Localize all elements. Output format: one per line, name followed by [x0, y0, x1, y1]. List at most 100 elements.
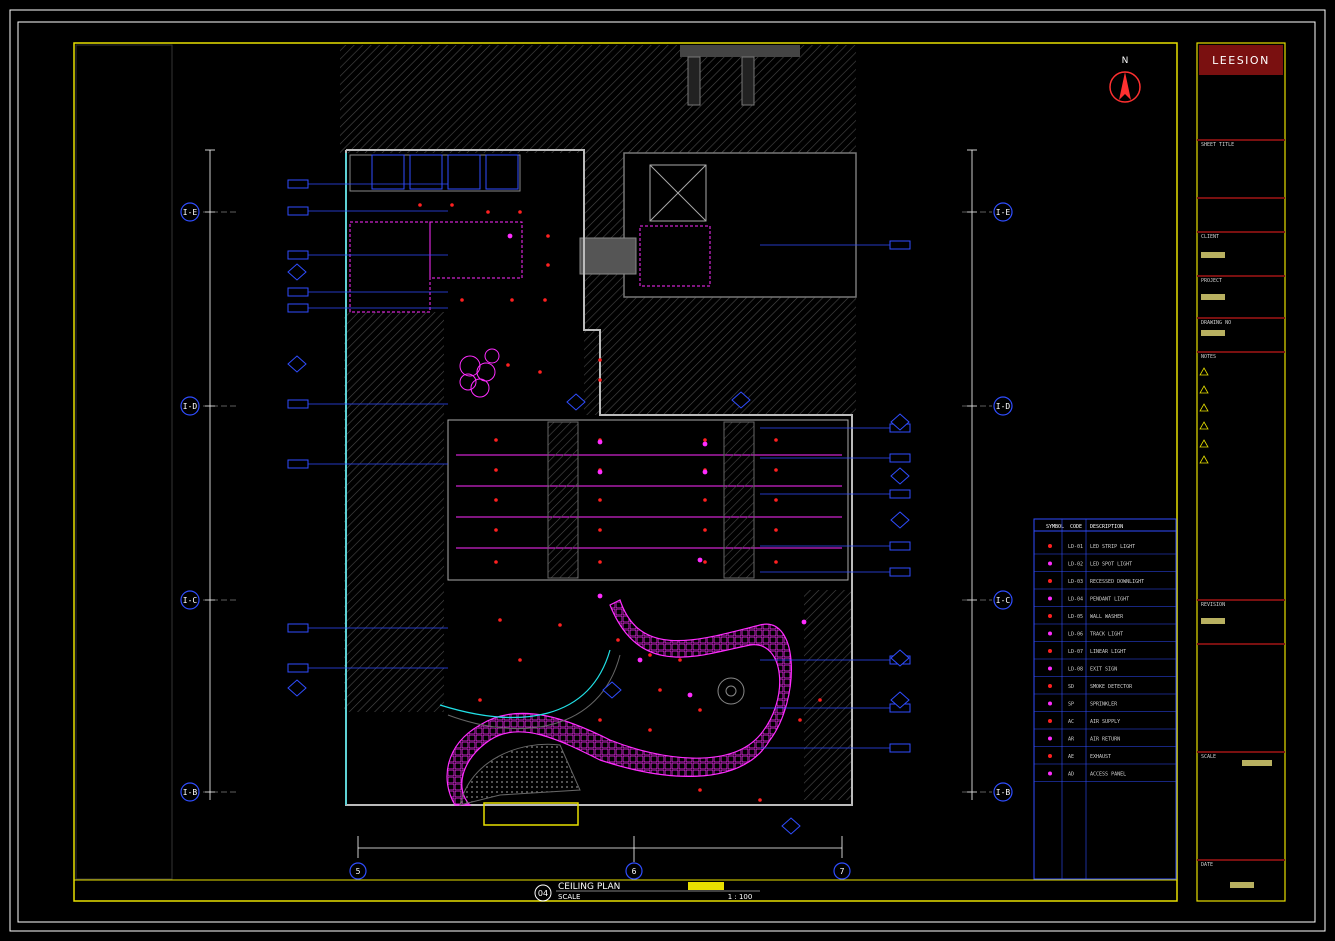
legend-symbol-icon: [1048, 596, 1052, 601]
light-fixture: [558, 623, 562, 627]
light-fixture: [598, 378, 602, 382]
light-fixture: [597, 439, 603, 445]
legend-code: SD: [1068, 684, 1074, 690]
legend-symbol-icon: [1048, 649, 1052, 653]
legend-code: LD-05: [1068, 614, 1083, 620]
light-fixture: [538, 370, 542, 374]
light-fixture: [758, 798, 762, 802]
callout-tag: [287, 179, 448, 189]
legend-desc: SPRINKLER: [1090, 702, 1118, 708]
upper-hatched-zone: [340, 45, 856, 153]
legend-desc: WALL WASHER: [1090, 614, 1124, 620]
section-marker-icon: [566, 393, 586, 411]
grid-row-label: I-D: [996, 402, 1011, 411]
grid-row-label: I-C: [996, 596, 1011, 605]
light-fixture: [703, 528, 707, 532]
legend-desc: RECESSED DOWNLIGHT: [1090, 579, 1144, 585]
callout-tags: [287, 179, 911, 835]
title-block-field: [1201, 618, 1225, 624]
legend-symbol-icon: [1048, 631, 1052, 636]
north-arrow-icon: N: [1109, 56, 1141, 103]
scale-value: 1 : 100: [728, 893, 753, 901]
section-marker-icon: [731, 391, 751, 409]
title-block-label: PROJECT: [1201, 278, 1222, 284]
light-fixture: [648, 728, 652, 732]
building-outline: [345, 149, 853, 806]
light-fixture: [774, 528, 778, 532]
grid-bubble-col: 7: [833, 862, 851, 880]
light-fixture: [616, 638, 620, 642]
light-fixture: [648, 653, 652, 657]
grid-bubble-row: I-C: [993, 590, 1013, 610]
legend-code: AD: [1068, 772, 1074, 778]
callout-tag: [760, 541, 911, 551]
title-block-label: SHEET TITLE: [1201, 142, 1234, 148]
title-block-field: [1230, 882, 1254, 888]
legend-symbol-icon: [1048, 771, 1052, 776]
title-block-label: NOTES: [1201, 354, 1216, 360]
section-marker-icon: [890, 413, 910, 431]
light-fixture: [494, 438, 498, 442]
light-fixture: [774, 560, 778, 564]
legend-symbol-icon: [1048, 736, 1052, 741]
light-fixture: [702, 469, 708, 475]
north-label: N: [1122, 56, 1129, 66]
light-fixture: [494, 468, 498, 472]
light-fixture: [494, 560, 498, 564]
curved-ceiling-feature: [439, 599, 792, 826]
legend-symbol-icon: [1048, 614, 1052, 618]
light-fixture: [518, 658, 522, 662]
light-fixture: [698, 708, 702, 712]
light-fixture: [678, 658, 682, 662]
light-fixture: [818, 698, 822, 702]
legend-desc: PENDANT LIGHT: [1090, 597, 1129, 603]
legend-code: LD-01: [1068, 544, 1083, 550]
light-fixture: [598, 498, 602, 502]
grid-bubble-row: I-B: [180, 782, 200, 802]
legend-code: LD-03: [1068, 579, 1083, 585]
light-fixture: [697, 557, 703, 563]
revision-triangle-icon: [1199, 385, 1209, 394]
grid-bubble-row: I-B: [993, 782, 1013, 802]
section-marker-icon: [890, 649, 910, 667]
right-dimension: [967, 149, 977, 800]
legend-symbol-icon: [1048, 719, 1052, 723]
inner-frame: [17, 21, 1316, 923]
legend-desc: ACCESS PANEL: [1090, 772, 1126, 778]
row-grid-lines: [203, 211, 992, 793]
west-hatched-zone: [344, 312, 444, 712]
callout-tag: [287, 663, 448, 673]
legend-code: LD-02: [1068, 562, 1083, 568]
section-marker-icon: [890, 511, 910, 529]
title-block-label: REVISION: [1201, 602, 1225, 608]
section-marker-icon: [602, 681, 622, 699]
light-fixture: [510, 298, 514, 302]
revision-triangle-icon: [1199, 421, 1209, 430]
light-fixture: [702, 441, 708, 447]
section-marker-icon: [890, 691, 910, 709]
section-marker-icon: [287, 679, 307, 697]
bar-hall: [447, 419, 849, 581]
legend-desc: EXIT SIGN: [1090, 667, 1117, 673]
light-fixture: [494, 498, 498, 502]
light-fixture: [418, 203, 422, 207]
light-fixture: [598, 718, 602, 722]
light-fixture: [774, 468, 778, 472]
legend-symbol-icon: [1048, 544, 1052, 548]
section-marker-icon: [781, 817, 801, 835]
grid-row-label: I-B: [996, 788, 1011, 797]
legend-desc: LED SPOT LIGHT: [1090, 562, 1132, 568]
light-fixture: [478, 698, 482, 702]
legend-symbol-icon: [1048, 579, 1052, 583]
legend-symbol-icon: [1048, 684, 1052, 688]
title-block-field: [1201, 252, 1225, 258]
title-block-field: [1242, 760, 1272, 766]
ceiling-plan-title: CEILING PLAN: [558, 882, 620, 892]
light-fixture: [703, 498, 707, 502]
grid-bubble-row: I-E: [993, 202, 1013, 222]
legend-header: DESCRIPTION: [1090, 524, 1123, 530]
drawing-number: 04: [538, 889, 548, 898]
grid-bubble-col: 5: [349, 862, 367, 880]
